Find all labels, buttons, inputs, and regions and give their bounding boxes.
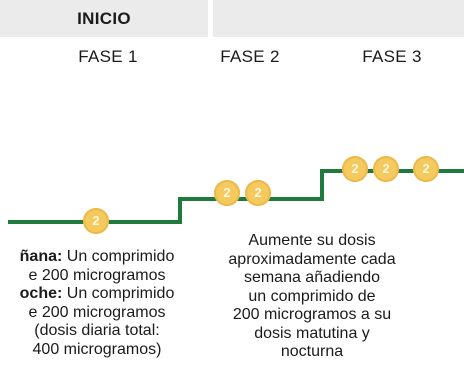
night-text: Un comprimido [62,285,175,302]
description-line: (dosis diaria total: [34,322,160,339]
morning-text: Un comprimido [62,248,175,265]
description-line: un comprimido de [248,287,376,305]
description-line: dosis matutina y [254,324,370,342]
night-label: oche: [19,285,63,302]
phase-2-description: Aumente su dosis aproximadamente cada se… [212,232,412,362]
description-line: e 200 microgramos [28,266,166,284]
phase-3-label: FASE 3 [362,47,422,66]
header-title: INICIO [77,9,131,28]
phase-1-label: FASE 1 [78,47,138,66]
morning-label: ñana: [19,248,63,265]
pill-icon: 2 [342,156,368,182]
description-line: aproximadamente cada [228,250,396,268]
description-line: nocturna [280,343,344,360]
pill-icon: 2 [373,156,399,182]
description-line: 400 microgramos) [32,340,162,358]
pill-icon: 2 [413,156,439,182]
pill-icon: 2 [214,180,240,206]
header-empty-bg [213,0,464,37]
pill-icon: 2 [83,208,109,234]
phase-1-description: ñana: Un comprimido e 200 microgramos oc… [0,248,202,359]
description-line: e 200 microgramos [28,303,166,321]
phase-2-label: FASE 2 [220,47,280,66]
pill-icon: 2 [245,180,271,206]
description-line: 200 microgramos a su [232,306,392,323]
description-line: Aumente su dosis [248,232,376,249]
description-line: semana añadiendo [243,269,381,286]
header-inicio-bg [0,0,208,37]
